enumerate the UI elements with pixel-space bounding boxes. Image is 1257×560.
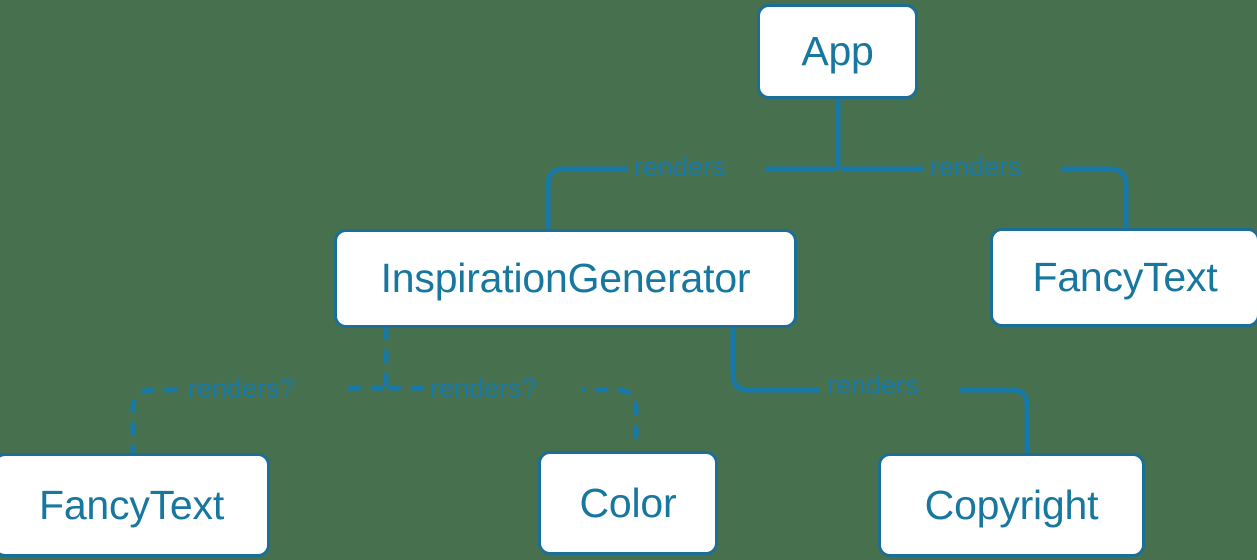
node-color-label: Color <box>579 479 677 526</box>
node-copyright[interactable]: Copyright <box>878 453 1145 557</box>
edge-label-app-to-fancytext: renders <box>930 152 1022 182</box>
edge-label-app-to-inspirationgenerator: renders <box>634 152 726 182</box>
edge-label-inspirationgenerator-to-fancytext: renders? <box>188 373 295 403</box>
node-app-label: App <box>801 28 874 74</box>
node-app[interactable]: App <box>757 4 918 99</box>
node-fancytext-bottom-label: FancyText <box>38 481 225 528</box>
edge-label-inspirationgenerator-to-color: renders? <box>430 373 537 403</box>
edge-label-inspirationgenerator-to-copyright: renders <box>827 370 919 400</box>
node-fancytext-top[interactable]: FancyText <box>990 228 1257 327</box>
node-copyright-label: Copyright <box>924 481 1099 528</box>
node-inspirationgenerator-label: InspirationGenerator <box>380 255 751 301</box>
node-fancytext-bottom[interactable]: FancyText <box>0 453 270 557</box>
node-color[interactable]: Color <box>538 451 718 555</box>
node-inspirationgenerator[interactable]: InspirationGenerator <box>334 229 797 328</box>
node-fancytext-top-label: FancyText <box>1032 254 1218 300</box>
